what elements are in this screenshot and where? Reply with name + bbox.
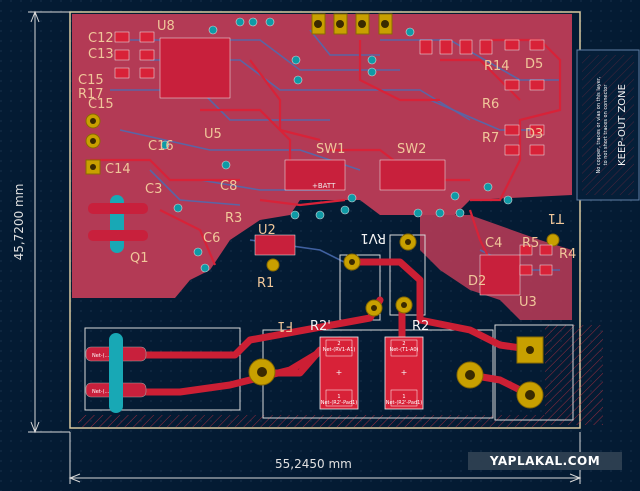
ref-C15a: C15 xyxy=(78,73,104,88)
ref-R5: R5 xyxy=(522,236,539,251)
ref-SW2: SW2 xyxy=(397,142,426,157)
svg-text:1: 1 xyxy=(402,394,405,400)
ref-C13: C13 xyxy=(88,47,114,62)
smd-parts[interactable] xyxy=(114,31,553,296)
svg-text:Net-(T1-A0): Net-(T1-A0) xyxy=(389,347,418,353)
board-edge xyxy=(69,11,581,429)
keepout-note-2: to not short traces on connector xyxy=(603,84,609,166)
pad-net-ac-label: Net-(...AC/L) xyxy=(92,389,123,395)
ref-U5: U5 xyxy=(204,127,222,142)
svg-text:+: + xyxy=(336,368,343,377)
keepout-label: KEEP-OUT ZONE xyxy=(617,84,628,166)
ref-T1: T1 xyxy=(548,210,565,225)
ref-SW1: SW1 xyxy=(316,142,345,157)
svg-text:+: + xyxy=(401,368,408,377)
slot-via-lower[interactable] xyxy=(109,333,123,413)
ref-R17: R17 xyxy=(78,87,104,102)
r2-footprint[interactable]: 2 Net-(T1-A0) 1 Net-(R2'-Pad1) + xyxy=(384,336,424,410)
ref-U8: U8 xyxy=(157,19,175,34)
ref-R14: R14 xyxy=(484,59,510,74)
ref-R2: R2 xyxy=(412,319,429,334)
pad-net-in-label: Net-(...in_1) xyxy=(92,353,122,359)
ref-C4: C4 xyxy=(485,236,502,251)
width-dimension: 55,2450 mm xyxy=(275,457,352,471)
svg-text:2: 2 xyxy=(337,341,340,347)
ref-D2: D2 xyxy=(468,274,486,289)
ref-C8: C8 xyxy=(220,179,237,194)
svg-text:Net-(RV1-A1): Net-(RV1-A1) xyxy=(323,347,356,353)
sw1-batt-text: +BATT xyxy=(312,182,336,190)
ref-C6: C6 xyxy=(203,231,220,246)
ref-C12: C12 xyxy=(88,31,114,46)
svg-text:Net-(R2'-Pad1): Net-(R2'-Pad1) xyxy=(386,400,423,406)
ref-C3: C3 xyxy=(145,182,162,197)
ref-U3: U3 xyxy=(519,295,537,310)
watermark-box xyxy=(468,452,622,470)
svg-text:1: 1 xyxy=(337,394,340,400)
ref-C14: C14 xyxy=(105,162,131,177)
dimension-lines xyxy=(28,10,582,484)
ref-R3: R3 xyxy=(225,211,242,226)
keepout-note-1: No copper, traces or vias on this layer, xyxy=(596,76,602,173)
ref-C16: C16 xyxy=(148,139,174,154)
ref-R7b: R7 xyxy=(482,131,499,146)
ref-Q1: Q1 xyxy=(130,251,149,266)
ref-C15: C15 xyxy=(88,97,114,112)
svg-text:2: 2 xyxy=(402,341,405,347)
vias[interactable] xyxy=(160,17,513,273)
ref-F1: F1 xyxy=(277,318,293,333)
svg-text:Net-(R2'-Pad1): Net-(R2'-Pad1) xyxy=(321,400,358,406)
ref-D5: D5 xyxy=(525,57,543,72)
ref-RV1: RV1 xyxy=(361,230,387,245)
ref-R6: R6 xyxy=(482,97,499,112)
height-dimension: 45,7200 mm xyxy=(12,184,26,261)
ref-R4: R4 xyxy=(559,247,576,262)
watermark: YAPLAKAL.COM xyxy=(489,454,600,468)
ref-R2p: R2' xyxy=(310,319,331,334)
ref-U2: U2 xyxy=(258,223,276,238)
r2-prime-footprint[interactable]: 2 Net-(RV1-A1) 1 Net-(R2'-Pad1) + xyxy=(319,336,359,410)
ref-D3: D3 xyxy=(525,127,543,142)
ref-R1: R1 xyxy=(257,276,274,291)
